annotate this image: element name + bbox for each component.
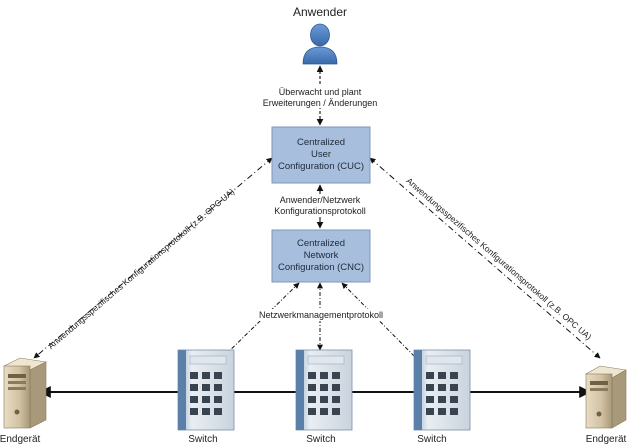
cuc-line3: Configuration (CUC) (278, 161, 364, 172)
user-edge-label-line2: Erweiterungen / Änderungen (263, 98, 378, 108)
network-switch-icon (413, 349, 471, 431)
left-diag-label: Anwendungsspezifisches Konfigurationspro… (46, 186, 237, 351)
cnc-switch3-connector (341, 282, 421, 363)
cnc-line1: Centralized (297, 238, 345, 249)
mgmt-label: Netzwerkmanagementprotokoll (259, 310, 383, 320)
cuc-line2: User (311, 149, 331, 160)
switch-2-label: Switch (306, 434, 335, 445)
right-diag-label: Anwendungsspezifisches Konfigurationspro… (404, 176, 593, 342)
endgeraet-right-label: Endgerät (586, 434, 627, 445)
cuc-cnc-label-line1: Anwender/Netzwerk (280, 195, 361, 205)
network-switch-icon (177, 349, 235, 431)
cuc-cnc-label-line2: Konfigurationsprotokoll (274, 206, 366, 216)
user-icon (302, 23, 338, 65)
cuc-line1: Centralized (297, 137, 345, 148)
user-label: Anwender (293, 5, 347, 19)
switch-1-label: Switch (188, 434, 217, 445)
cnc-line2: Network (304, 250, 339, 261)
cuc-endgeraet-right-connector (369, 157, 601, 359)
network-switch-icon (295, 349, 353, 431)
cnc-line3: Configuration (CNC) (278, 262, 364, 273)
server-tower-icon (585, 365, 627, 429)
cnc-box: Centralized Network Configuration (CNC) (271, 229, 371, 283)
cuc-box: Centralized User Configuration (CUC) (271, 126, 371, 184)
endgeraet-left-label: Endgerät (0, 434, 41, 445)
server-tower-icon (3, 357, 47, 429)
switch-3-label: Switch (417, 434, 446, 445)
user-edge-label-line1: Überwacht und plant (279, 87, 362, 97)
